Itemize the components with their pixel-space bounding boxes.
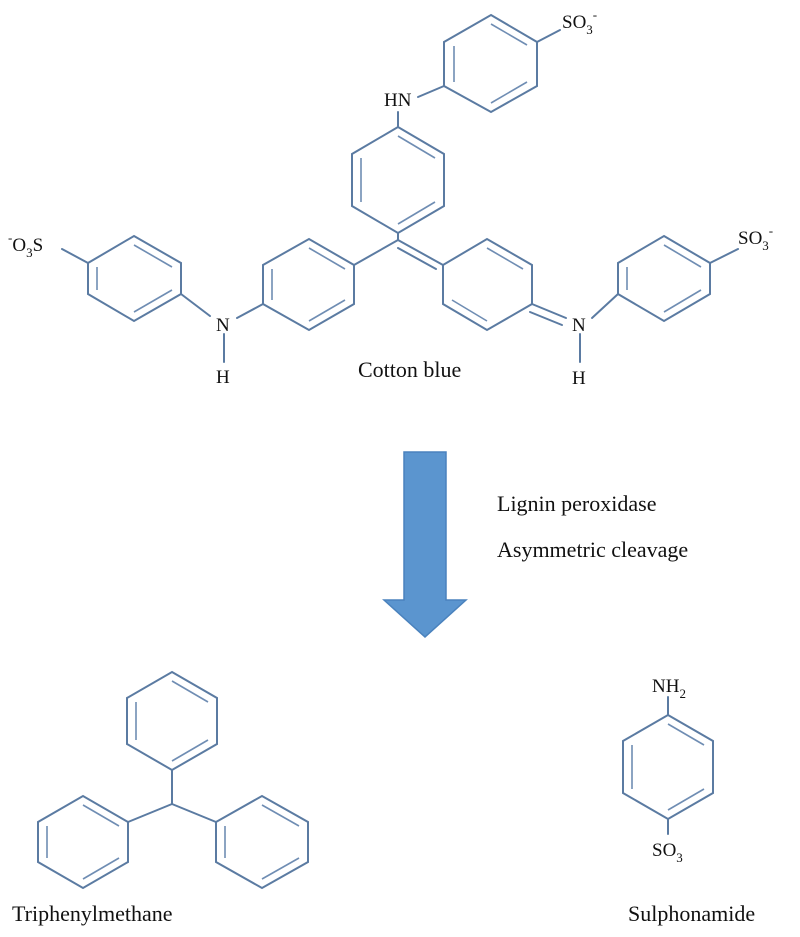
- ring-tpm-right: [215, 794, 309, 890]
- sulphonamide-name: Sulphonamide: [628, 901, 755, 926]
- n-right-label: N: [572, 315, 586, 336]
- bond-ring-right-n-double: [531, 303, 567, 319]
- nh2-label: NH2: [652, 676, 686, 701]
- bond-ring-left-sulfo-n: [180, 293, 211, 317]
- ring-tpm-left: [37, 794, 129, 890]
- so3-left-label: -O3S: [8, 230, 43, 260]
- bond-ring-left-n: [236, 303, 264, 319]
- mechanism-label: Asymmetric cleavage: [497, 537, 688, 562]
- ring-right-sulfophenyl: [617, 234, 711, 323]
- bond-so3-ring-left: [61, 248, 89, 264]
- enzyme-label: Lignin peroxidase: [497, 491, 656, 516]
- ring-sulphonamide: [622, 713, 714, 821]
- h-left-label: H: [216, 367, 230, 388]
- so3-product-label: SO3: [652, 840, 683, 865]
- bond-tpm-center-left: [127, 803, 173, 823]
- ring-left-sulfophenyl: [87, 234, 182, 323]
- so3-top-label: SO3-: [562, 7, 597, 37]
- n-left-label: N: [216, 315, 230, 336]
- bond-n-ring-right-sulfo: [591, 293, 619, 319]
- reaction-arrow: [382, 451, 468, 639]
- bond-tpm-center-right: [171, 803, 217, 823]
- triphenylmethane-structure: [37, 670, 309, 890]
- ring-upper-central: [351, 125, 445, 235]
- bond-central-to-left-ring: [353, 239, 399, 266]
- ring-right-quinoid: [442, 237, 533, 332]
- hn-top-label: HN: [384, 90, 412, 111]
- ring-tpm-top: [126, 670, 218, 772]
- bond-ring-top-so3: [536, 29, 561, 43]
- so3-right-label: SO3-: [738, 223, 773, 253]
- h-right-label: H: [572, 368, 586, 389]
- bond-ring-right-so3: [709, 248, 739, 264]
- triphenylmethane-name: Triphenylmethane: [12, 901, 173, 926]
- sulphonamide-structure: NH2 SO3: [622, 676, 714, 865]
- ring-left-central: [262, 237, 355, 332]
- bond-central-to-right-ring-double: [397, 239, 444, 266]
- bond-ring-top-nh: [417, 85, 445, 98]
- ring-top-sulfophenyl: [443, 13, 538, 114]
- cotton-blue-structure: SO3- HN -O3S SO3- N H N H Cotton blue: [8, 7, 773, 389]
- cotton-blue-name: Cotton blue: [358, 357, 461, 382]
